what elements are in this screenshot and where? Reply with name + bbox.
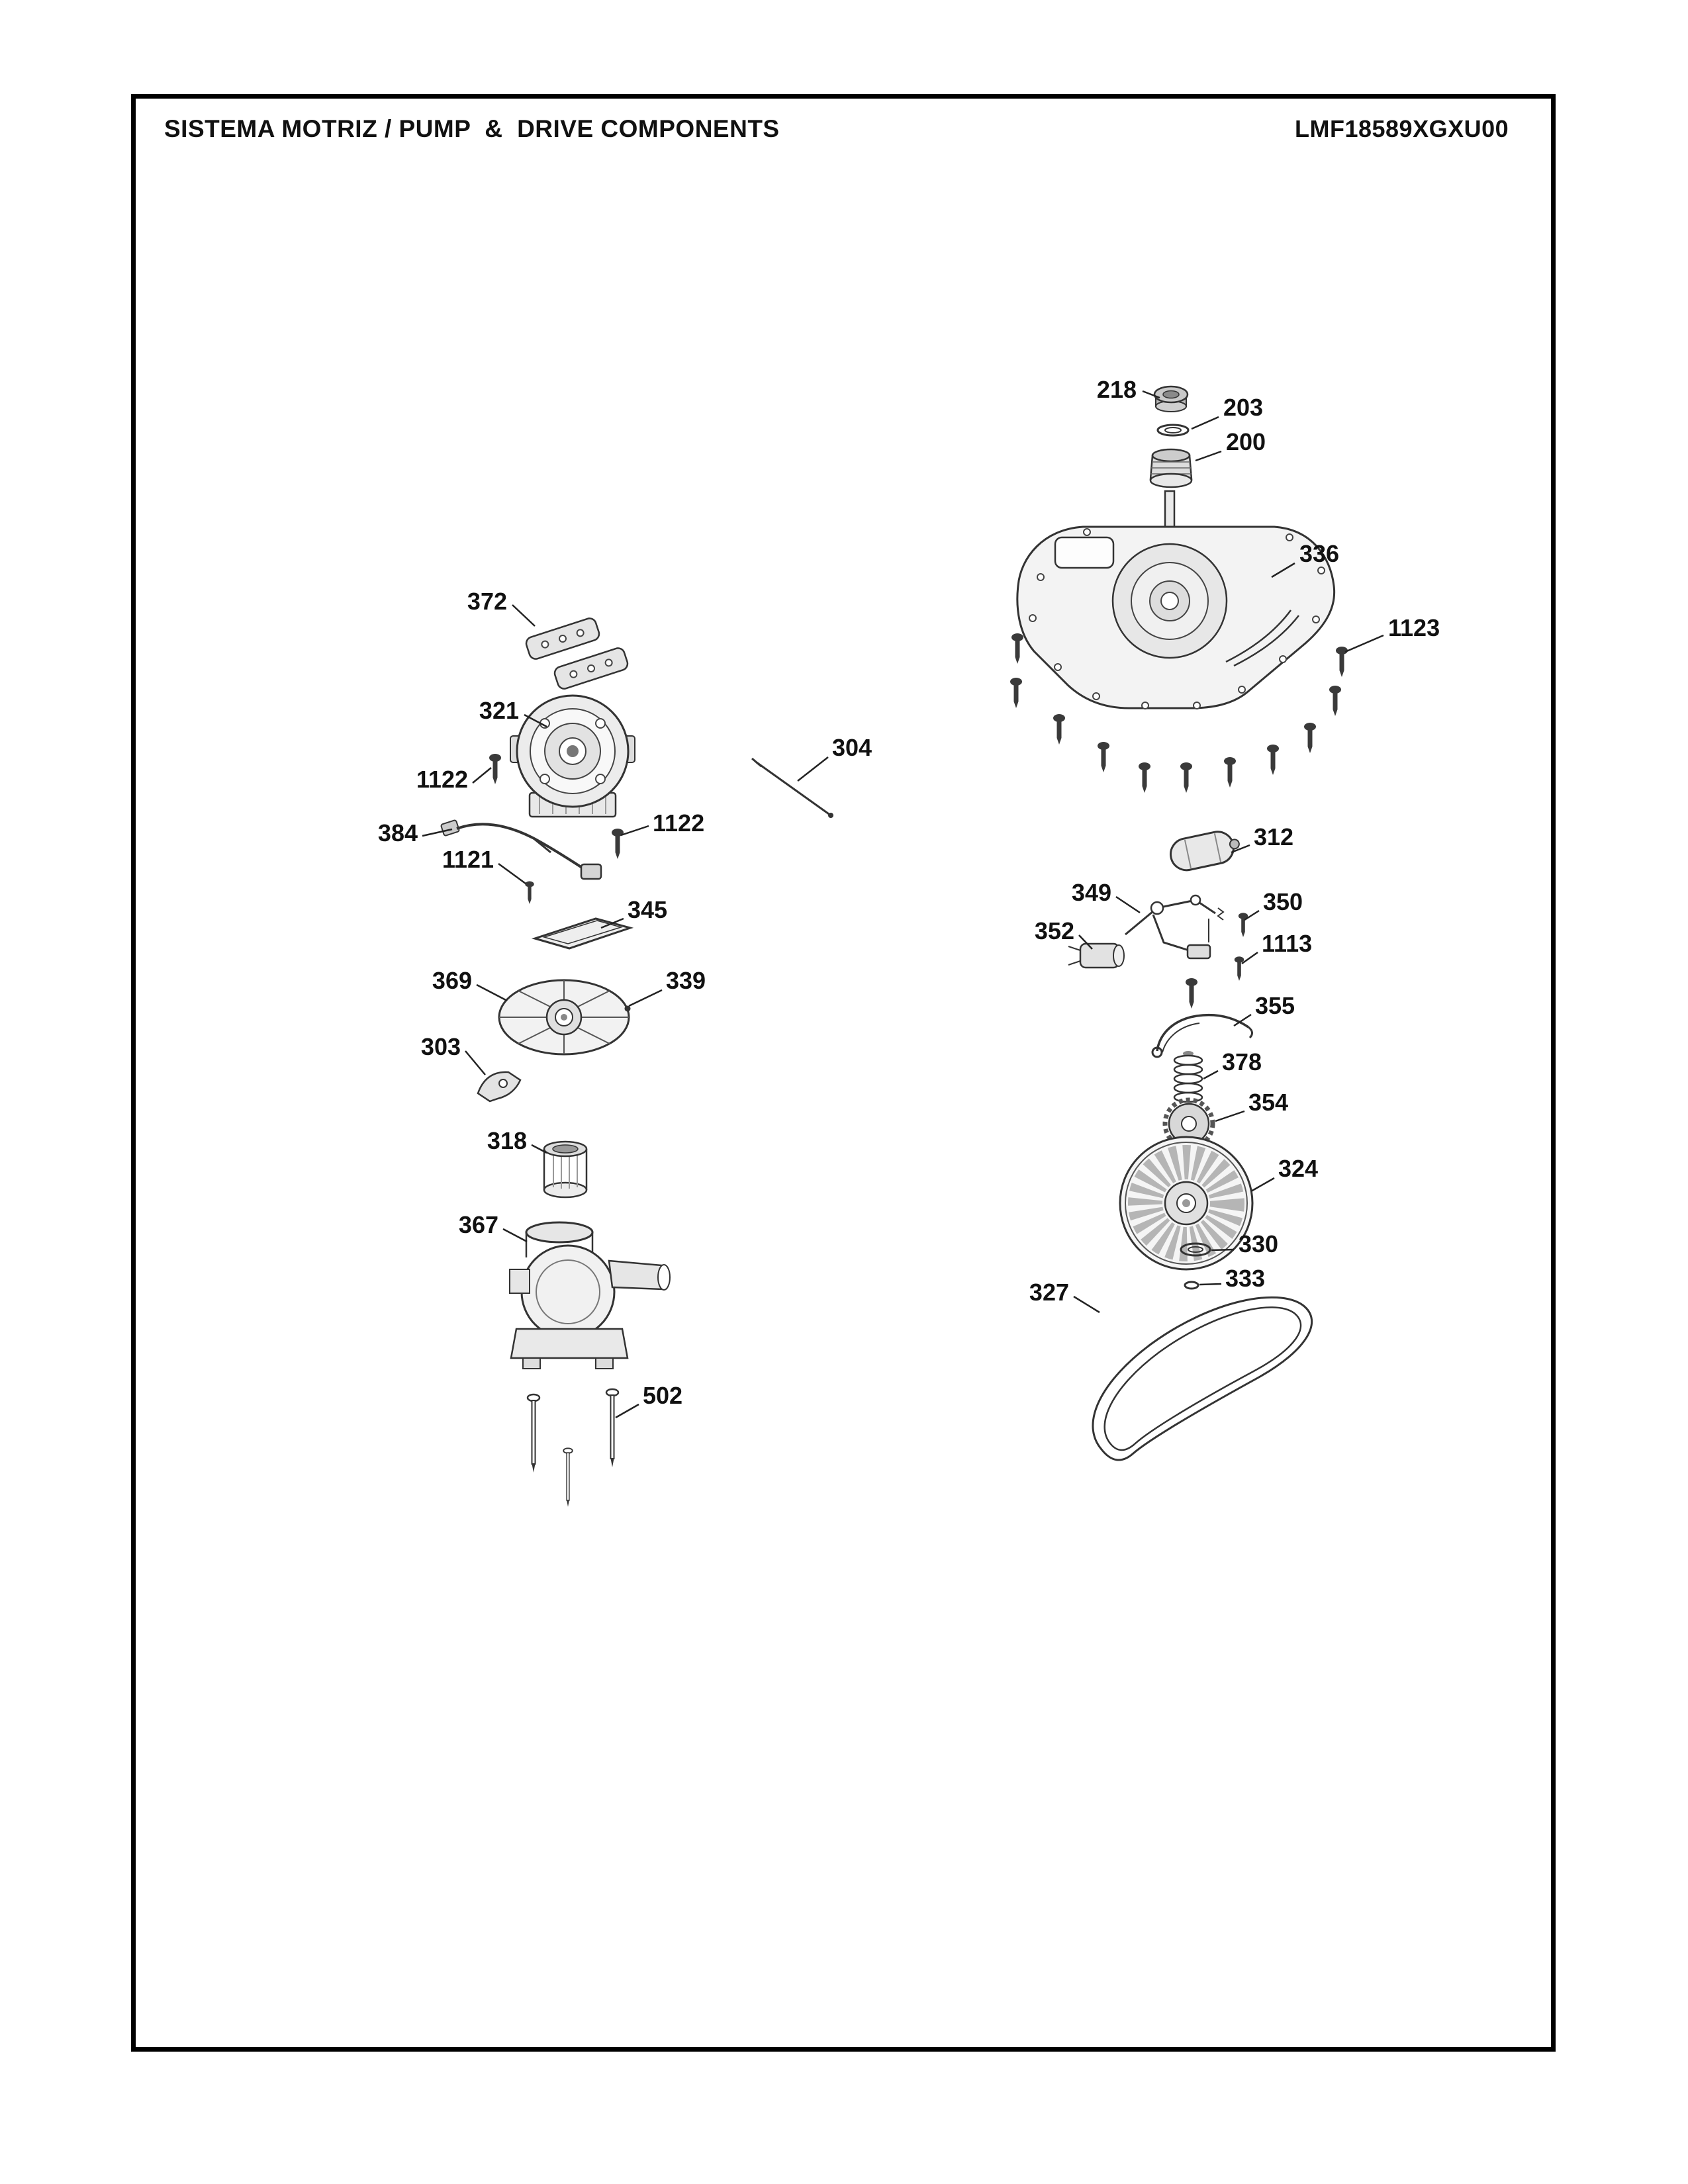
- leader-line-1123: [1344, 634, 1384, 653]
- part-350-screw: [1238, 913, 1248, 937]
- page-title: SISTEMA MOTRIZ / PUMP & DRIVE COMPONENTS: [164, 115, 780, 142]
- part-callout-203: 203: [1223, 394, 1263, 421]
- leader-line-336: [1271, 562, 1295, 578]
- leader-line-203: [1191, 416, 1219, 430]
- part-312-capacitor: [1170, 831, 1240, 872]
- part-callout-1123: 1123: [1388, 614, 1440, 641]
- leader-line-354: [1215, 1110, 1245, 1122]
- part-callout-318: 318: [487, 1127, 527, 1154]
- part-304-rod: [751, 757, 833, 818]
- leader-line-384: [422, 828, 453, 837]
- part-callout-350: 350: [1263, 888, 1303, 915]
- part-218-cap-nut: [1153, 385, 1189, 412]
- part-333-retainer-ring: [1184, 1281, 1199, 1290]
- page-border: [131, 94, 1556, 2052]
- part-callout-1113: 1113: [1262, 930, 1312, 957]
- part-callout-1122: 1122: [653, 809, 704, 837]
- leader-line-327: [1073, 1295, 1100, 1314]
- leader-line-350: [1244, 909, 1260, 921]
- callout-layer: 218 203 200 336 1123 372 321 1122 384 1122 1121 345…: [378, 376, 1440, 1419]
- leader-line-369: [476, 983, 508, 1002]
- part-369-fan: [498, 979, 630, 1056]
- part-callout-339: 339: [666, 967, 706, 994]
- leader-line-324: [1250, 1177, 1275, 1193]
- part-384-harness: [440, 819, 602, 880]
- part-callout-355: 355: [1255, 992, 1295, 1019]
- part-callout-321: 321: [479, 697, 519, 724]
- part-callout-304: 304: [832, 734, 872, 761]
- part-callout-218: 218: [1097, 376, 1137, 403]
- part-352-solenoid: [1068, 942, 1125, 969]
- part-1122-screw-right: [612, 829, 624, 859]
- part-callout-333: 333: [1225, 1265, 1265, 1292]
- part-callout-327: 327: [1029, 1279, 1069, 1306]
- part-callout-200: 200: [1226, 428, 1266, 455]
- leader-line-1122: [620, 825, 649, 837]
- leader-line-1121: [498, 862, 526, 885]
- part-callout-1121: 1121: [442, 846, 494, 873]
- part-355-wire-form: [1151, 1013, 1253, 1058]
- leader-line-378: [1203, 1069, 1219, 1080]
- part-339-pin: [624, 1005, 631, 1012]
- part-349-shifter-assembly: [1125, 894, 1225, 1009]
- part-303-clip: [477, 1071, 522, 1103]
- leader-line-312: [1231, 844, 1250, 854]
- part-318-filter: [543, 1140, 588, 1199]
- leader-line-502: [615, 1403, 639, 1419]
- part-callout-367: 367: [459, 1211, 498, 1238]
- part-callout-378: 378: [1222, 1048, 1262, 1075]
- model-number: LMF18589XGXU00: [1295, 115, 1509, 142]
- leader-line-200: [1195, 450, 1222, 462]
- part-callout-345: 345: [628, 896, 667, 923]
- part-callout-1122: 1122: [416, 766, 468, 793]
- part-callout-369: 369: [432, 967, 472, 994]
- leader-line-321: [524, 713, 547, 728]
- part-callout-354: 354: [1248, 1089, 1288, 1116]
- leader-line-1122: [472, 767, 492, 784]
- part-1121-screw: [525, 881, 534, 904]
- part-372-brushes: [525, 617, 629, 690]
- part-callout-336: 336: [1299, 540, 1339, 567]
- part-330-washer: [1180, 1242, 1211, 1257]
- part-502-screws: [526, 1388, 620, 1508]
- leader-line-303: [465, 1050, 486, 1075]
- part-336-drive-platform: [1016, 490, 1336, 709]
- leader-line-333: [1199, 1283, 1222, 1286]
- leader-line-355: [1233, 1013, 1252, 1027]
- part-callout-384: 384: [378, 819, 418, 846]
- part-callout-324: 324: [1278, 1155, 1318, 1182]
- part-203-washer: [1156, 424, 1190, 437]
- leader-line-1113: [1241, 951, 1258, 965]
- leader-line-352: [1078, 934, 1093, 950]
- screw-icon: [1011, 633, 1023, 664]
- part-378-spring: [1173, 1051, 1203, 1103]
- part-327-belt: [1092, 1296, 1313, 1461]
- leader-line-304: [797, 756, 829, 782]
- leader-line-318: [531, 1144, 547, 1154]
- part-callout-330: 330: [1239, 1230, 1278, 1257]
- part-callout-349: 349: [1072, 879, 1111, 906]
- part-callout-502: 502: [643, 1382, 682, 1409]
- part-callout-303: 303: [421, 1033, 461, 1060]
- part-callout-312: 312: [1254, 823, 1293, 850]
- part-345-gasket: [531, 917, 634, 950]
- part-1122-screw-left: [489, 754, 501, 784]
- part-1113-screw: [1234, 956, 1244, 981]
- leader-line-367: [502, 1228, 528, 1243]
- leader-line-339: [628, 989, 663, 1007]
- part-367-pump: [509, 1221, 671, 1369]
- part-321-motor: [510, 694, 635, 818]
- part-callout-352: 352: [1035, 917, 1074, 944]
- leader-line-345: [600, 917, 624, 929]
- part-callout-372: 372: [467, 588, 507, 615]
- part-200-clutch: [1149, 448, 1193, 488]
- leader-line-218: [1142, 390, 1160, 399]
- leader-line-349: [1115, 895, 1141, 914]
- leader-line-372: [512, 604, 536, 627]
